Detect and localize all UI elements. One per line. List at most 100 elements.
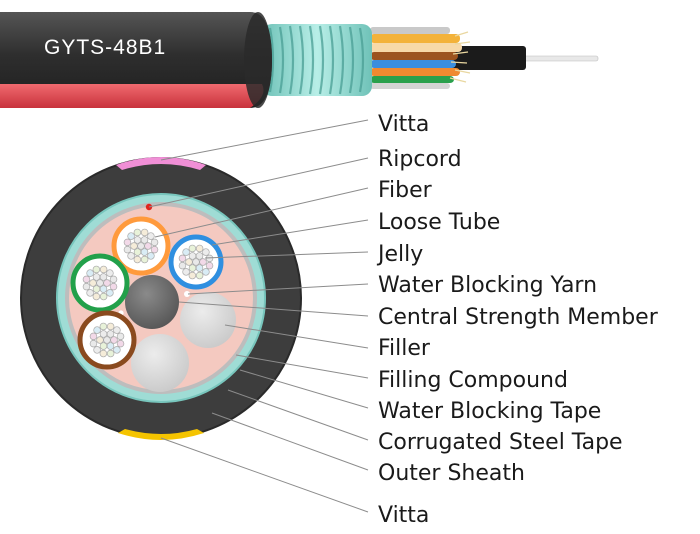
label-ripcord: Ripcord — [378, 147, 462, 172]
label-fiber: Fiber — [378, 178, 433, 203]
fiber — [133, 248, 142, 256]
leader-steel-tape — [227, 389, 369, 441]
fiber — [93, 326, 101, 334]
leader-filler — [224, 324, 369, 349]
fiber — [127, 232, 135, 240]
leader-water-tape — [239, 369, 369, 409]
cable-model-label: GYTS-48B1 — [44, 36, 166, 59]
fiber — [99, 349, 108, 358]
leader-vitta-top — [160, 119, 369, 161]
leader-water-yarn — [187, 283, 369, 295]
fiber — [109, 275, 118, 284]
label-water-blocking-tape: Water Blocking Tape — [378, 399, 601, 424]
fiber — [99, 265, 108, 274]
fiber — [199, 258, 207, 266]
label-corrugated-steel-tape: Corrugated Steel Tape — [378, 430, 623, 455]
fiber — [133, 255, 142, 264]
fiber — [188, 271, 197, 280]
fiber — [96, 279, 104, 287]
side-central-member — [450, 46, 526, 70]
side-steel-tape — [262, 24, 372, 96]
label-water-blocking-yarn: Water Blocking Yarn — [378, 273, 597, 298]
fiber — [96, 336, 104, 344]
filler-1 — [180, 292, 236, 348]
fiber — [195, 252, 204, 260]
fiber — [82, 275, 91, 284]
component-labels: Vitta Ripcord Fiber Loose Tube Jelly Wat… — [376, 112, 659, 528]
fiber — [116, 332, 125, 341]
fiber — [127, 252, 135, 260]
fiber — [99, 285, 108, 293]
fiber — [113, 326, 121, 334]
fiber — [178, 261, 187, 270]
fiber — [182, 268, 190, 276]
side-steel-corrugation — [268, 25, 365, 95]
central-strength-member — [125, 275, 179, 329]
fiber — [192, 258, 200, 266]
leader-loose-tube — [211, 219, 369, 246]
fiber — [188, 252, 197, 260]
fiber — [195, 244, 204, 253]
cable-cross-section — [20, 157, 302, 440]
fiber — [140, 236, 149, 244]
leader-vitta-bottom — [160, 437, 369, 513]
fiber-bundles — [82, 228, 214, 358]
fiber — [99, 342, 108, 350]
fiber — [202, 248, 210, 256]
fiber — [113, 346, 121, 354]
label-loose-tube: Loose Tube — [378, 210, 500, 235]
vitta-top — [116, 157, 206, 170]
fiber — [144, 242, 152, 250]
fiber — [147, 232, 155, 240]
fiber — [150, 238, 159, 247]
leader-filling-compound — [235, 354, 369, 379]
label-central-strength-member: Central Strength Member — [378, 305, 659, 330]
fiber — [82, 282, 91, 291]
fiber — [92, 292, 101, 301]
fiber — [147, 252, 155, 260]
fiber — [92, 285, 101, 293]
leader-fiber — [154, 187, 369, 238]
fiber — [195, 264, 204, 272]
fiber — [106, 289, 114, 297]
fiber — [130, 242, 138, 250]
side-red-vitta — [0, 84, 264, 108]
cable-side-view: GYTS-48B1 — [0, 12, 599, 108]
label-vitta-top: Vitta — [378, 112, 429, 137]
fiber — [188, 264, 197, 272]
label-filler: Filler — [378, 336, 431, 361]
fiber — [195, 271, 204, 280]
fiber — [140, 255, 149, 264]
fiber — [106, 349, 115, 358]
fiber — [150, 245, 159, 254]
fiber — [89, 332, 98, 341]
fiber — [185, 258, 193, 266]
label-outer-sheath: Outer Sheath — [378, 461, 525, 486]
fiber — [103, 279, 111, 287]
vitta-bottom — [118, 429, 204, 440]
fiber — [89, 339, 98, 348]
fiber — [99, 322, 108, 331]
fiber — [106, 330, 115, 338]
fiber — [86, 289, 94, 297]
fiber — [109, 282, 118, 291]
fiber — [140, 228, 149, 237]
fiber — [178, 254, 187, 263]
fiber — [182, 248, 190, 256]
fiber — [202, 268, 210, 276]
fiber — [205, 261, 214, 270]
label-vitta-bottom: Vitta — [378, 503, 429, 528]
fiber — [106, 269, 114, 277]
fiber — [93, 346, 101, 354]
fiber — [137, 242, 145, 250]
label-filling-compound: Filling Compound — [378, 368, 568, 393]
fiber — [106, 342, 115, 350]
leader-ripcord — [148, 157, 369, 208]
label-jelly: Jelly — [376, 242, 423, 267]
water-blocking-yarn — [184, 291, 190, 297]
fiber — [133, 236, 142, 244]
fiber — [140, 248, 149, 256]
fiber — [89, 279, 97, 287]
fiber — [110, 336, 118, 344]
